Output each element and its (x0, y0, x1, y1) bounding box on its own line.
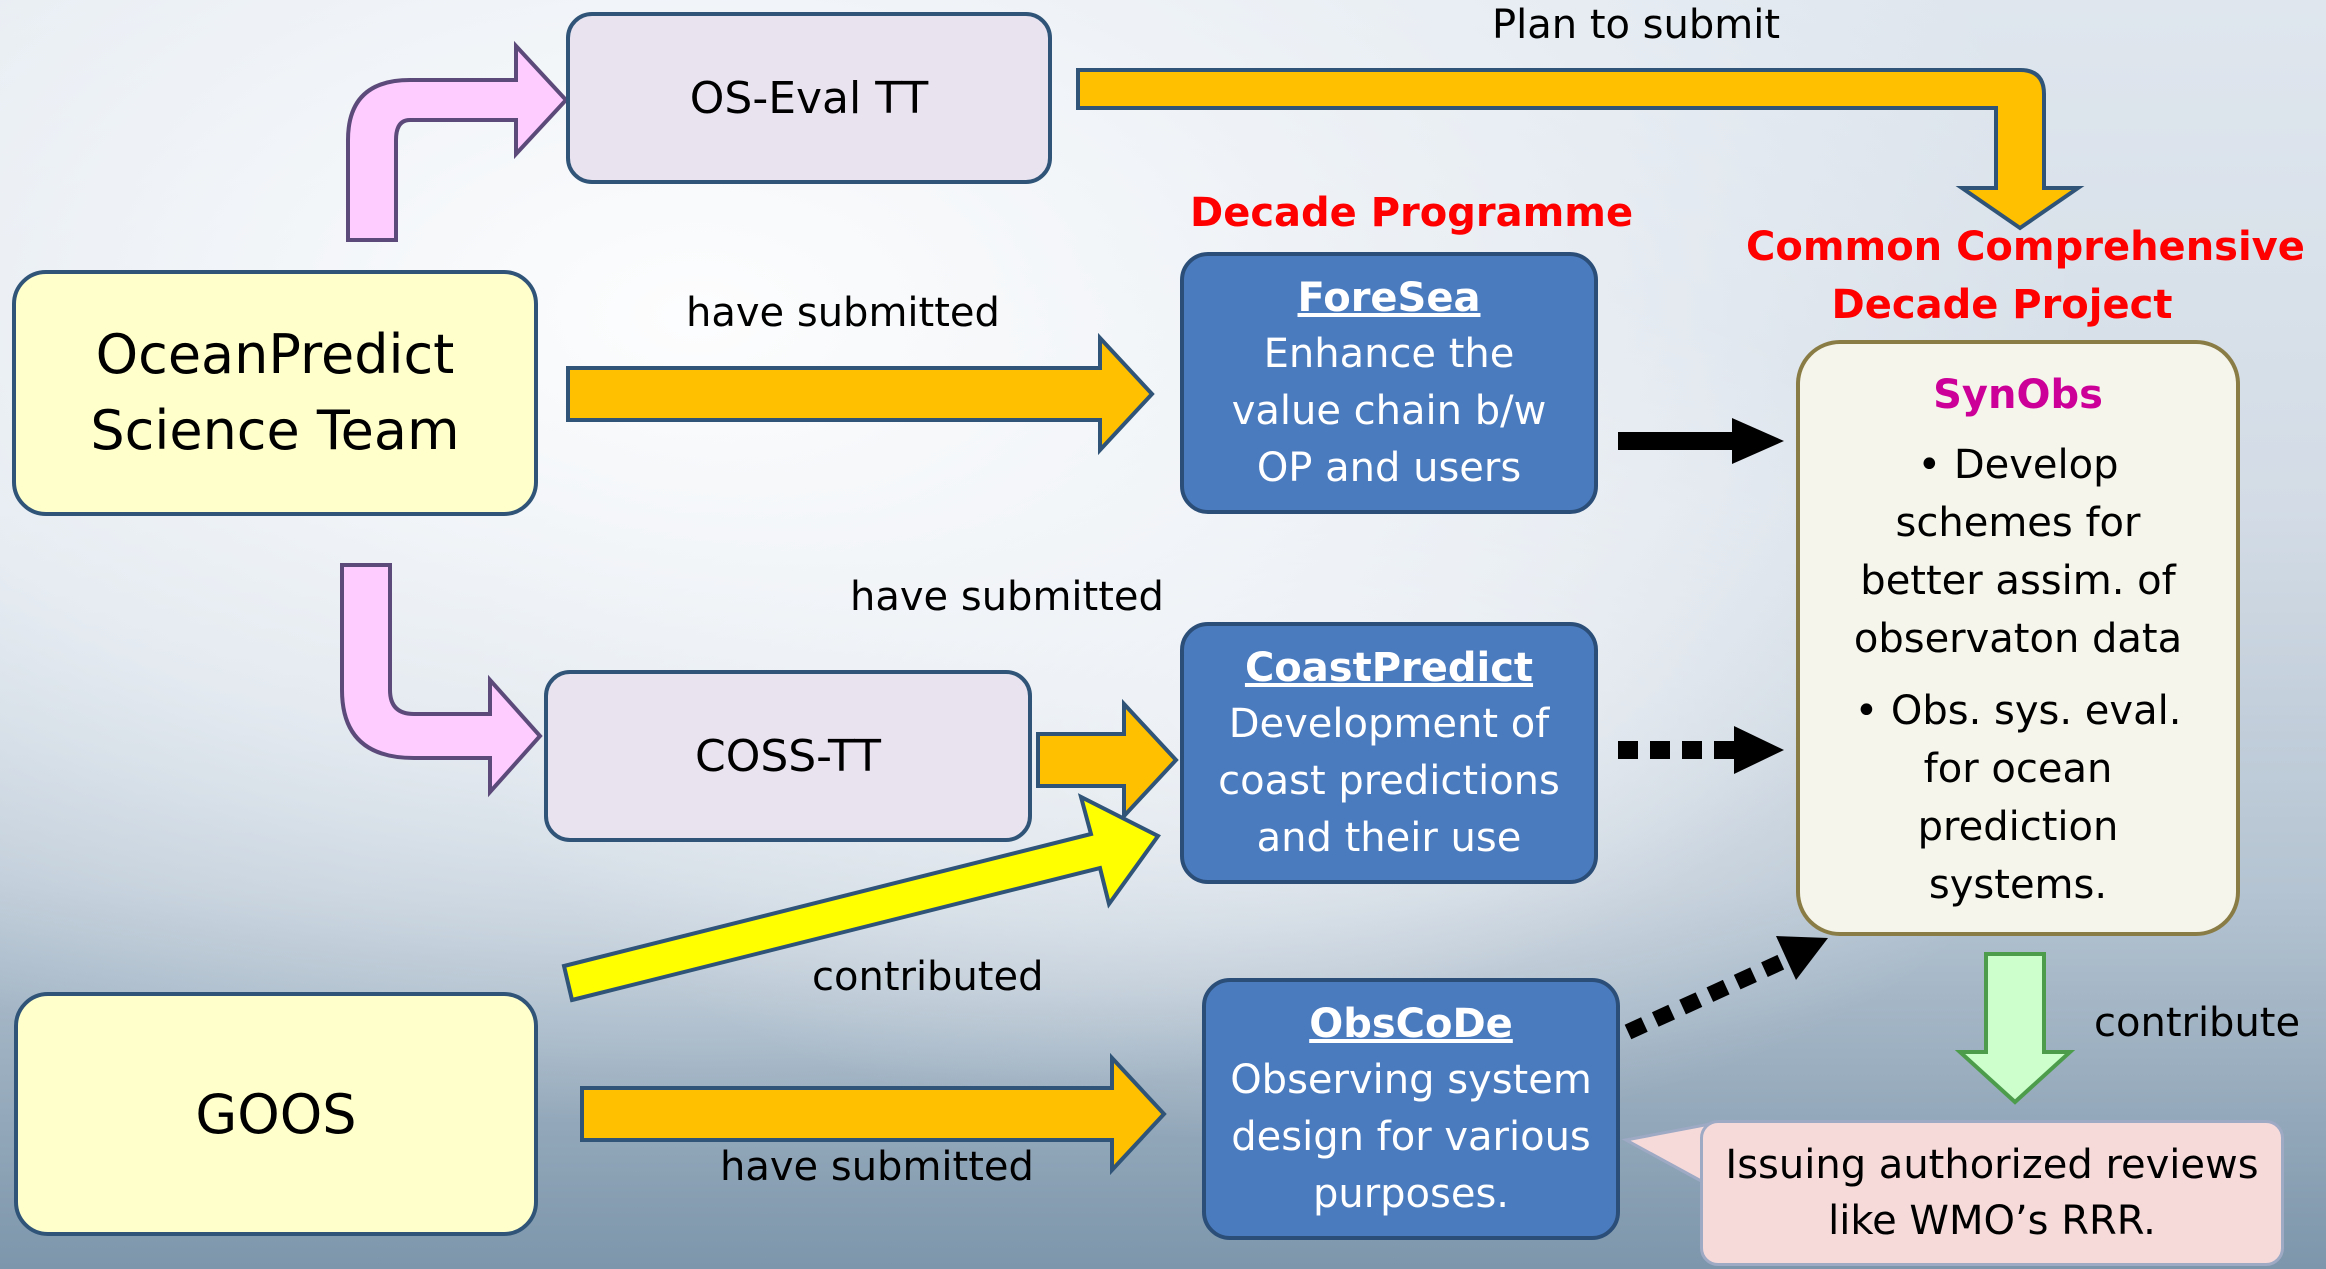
coastpredict-line: Development of (1228, 700, 1550, 747)
yellow-arrow-contributed (561, 793, 1161, 1003)
common-project-line1: Common Comprehensive (1746, 224, 2305, 270)
foresea-line: OP and users (1256, 444, 1522, 491)
green-arrow-contribute (1954, 952, 2076, 1105)
dotted-arrow-obscode-synobs (1624, 936, 1828, 1040)
oceanpredict-box: OceanPredict Science Team (12, 270, 538, 516)
synobs-box: SynObs • Develop schemes for better assi… (1796, 340, 2240, 936)
coastpredict-title: CoastPredict (1244, 644, 1534, 691)
goos-box: GOOS (14, 992, 538, 1236)
coss-box: COSS-TT (544, 670, 1032, 842)
foresea-line: value chain b/w (1231, 387, 1547, 434)
obscode-line: Observing system (1230, 1056, 1592, 1103)
foresea-box: ForeSea Enhance the value chain b/w OP a… (1180, 252, 1598, 514)
synobs-bullet-text: for ocean (1923, 746, 2113, 792)
common-project-heading: Common Comprehensive Decade Project (1746, 218, 2305, 334)
foresea-line: Enhance the (1263, 330, 1515, 377)
obscode-title: ObsCoDe (1309, 1000, 1513, 1047)
foresea-title: ForeSea (1297, 274, 1481, 321)
coss-label: COSS-TT (694, 730, 882, 782)
oceanpredict-line1: OceanPredict (95, 323, 455, 386)
synobs-bullet-1: • Develop schemes for better assim. of o… (1854, 436, 2182, 668)
synobs-title: SynObs (1933, 372, 2103, 418)
reviews-callout: Issuing authorized reviews like WMO’s RR… (1700, 1120, 2284, 1266)
obscode-box: ObsCoDe Observing system design for vari… (1202, 978, 1620, 1240)
obscode-line: purposes. (1312, 1170, 1510, 1217)
bullet-dot: • (1854, 688, 1891, 734)
os-eval-box: OS-Eval TT (566, 12, 1052, 184)
os-eval-label: OS-Eval TT (689, 72, 929, 124)
pink-arrow-to-coss (340, 563, 543, 798)
synobs-bullet-2-line1: • Obs. sys. eval. (1855, 682, 2182, 740)
contribute-label: contribute (2094, 1000, 2301, 1046)
synobs-bullet-text: prediction (1917, 804, 2119, 850)
contributed-label: contributed (812, 954, 1044, 1000)
bullet-dot: • (1917, 442, 1954, 488)
black-arrow-foresea-synobs (1618, 418, 1784, 464)
synobs-bullet-text: systems. (1928, 862, 2108, 908)
callout-line: like WMO’s RRR. (1828, 1198, 2156, 1244)
obscode-line: design for various (1231, 1113, 1591, 1160)
common-project-line2: Decade Project (1831, 282, 2173, 328)
have-submitted-label-obscode: have submitted (720, 1144, 1034, 1190)
goos-label: GOOS (195, 1082, 357, 1146)
coastpredict-line: coast predictions (1218, 757, 1560, 804)
coastpredict-line: and their use (1256, 814, 1522, 861)
orange-arrow-to-foresea (566, 332, 1155, 456)
coastpredict-box: CoastPredict Development of coast predic… (1180, 622, 1598, 884)
synobs-bullet-2: • Obs. sys. eval. for ocean prediction s… (1855, 682, 2182, 914)
orange-arrow-plan-to-submit (1076, 68, 2085, 231)
synobs-bullet-text: better assim. of (1860, 558, 2176, 604)
orange-arrow-to-coastpredict (1036, 698, 1179, 822)
have-submitted-label-foresea: have submitted (686, 290, 1000, 336)
synobs-bullet-1-line1: • Develop (1854, 436, 2182, 494)
synobs-bullet-text: observaton data (1853, 616, 2183, 662)
decade-programme-heading: Decade Programme (1190, 190, 1634, 236)
oceanpredict-line2: Science Team (90, 399, 460, 462)
synobs-bullet-text: schemes for (1895, 500, 2141, 546)
orange-arrow-to-obscode (580, 1052, 1167, 1176)
synobs-bullet-text: Obs. sys. eval. (1890, 688, 2182, 734)
pink-arrow-to-os-eval (346, 40, 569, 242)
have-submitted-label-coastpredict: have submitted (850, 574, 1164, 620)
dotted-arrow-coastpredict-synobs (1618, 726, 1784, 774)
synobs-bullet-text: Develop (1953, 442, 2119, 488)
callout-line: Issuing authorized reviews (1725, 1142, 2259, 1188)
plan-to-submit-label: Plan to submit (1492, 2, 1781, 48)
